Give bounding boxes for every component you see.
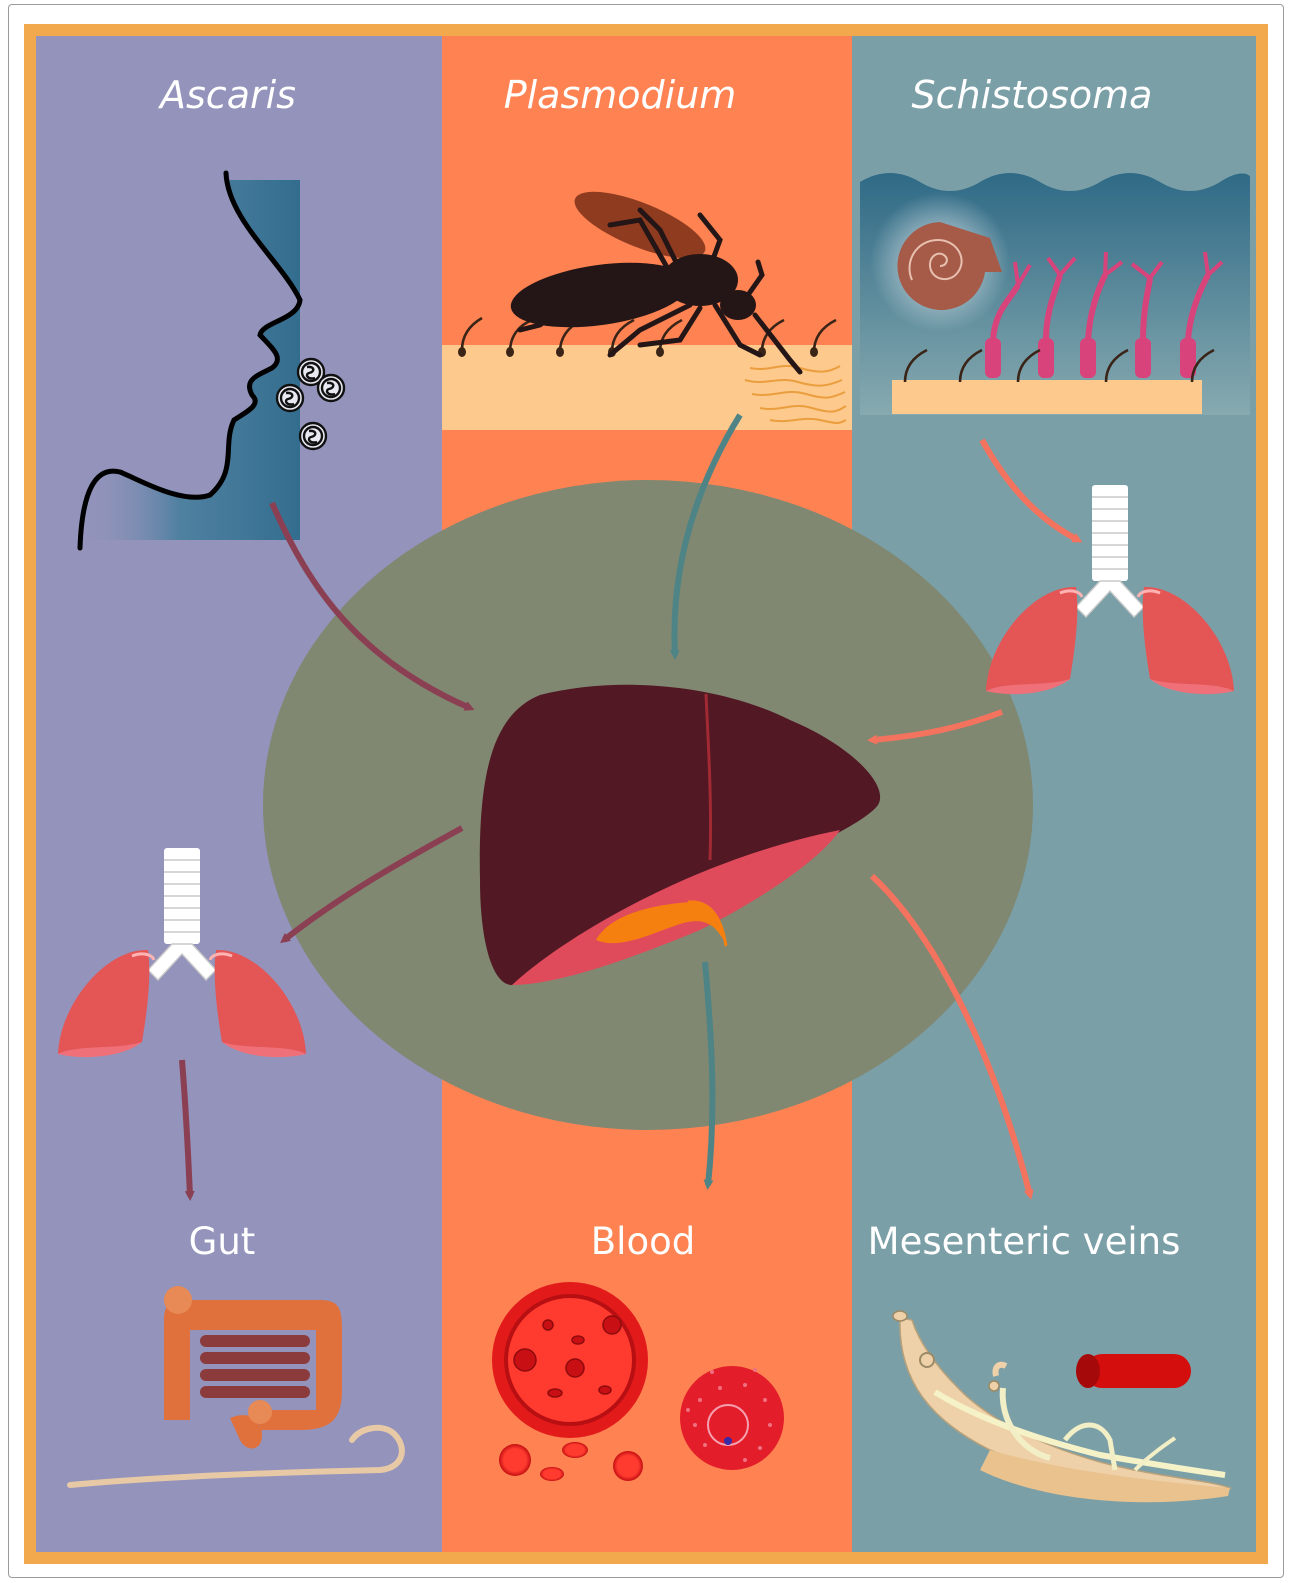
blood-vessel-icon <box>1076 1354 1191 1388</box>
blood-vessel-cross-section <box>492 1282 648 1438</box>
skin-strip <box>892 380 1202 414</box>
label-mesenteric-veins: Mesenteric veins <box>868 1220 1181 1263</box>
label-gut: Gut <box>189 1220 256 1263</box>
infected-red-blood-cell-icon <box>680 1366 784 1470</box>
label-blood: Blood <box>591 1220 695 1263</box>
snail-icon <box>870 192 1010 332</box>
title-schistosoma: Schistosoma <box>912 73 1153 117</box>
title-ascaris: Ascaris <box>157 73 296 117</box>
title-plasmodium: Plasmodium <box>504 73 737 117</box>
